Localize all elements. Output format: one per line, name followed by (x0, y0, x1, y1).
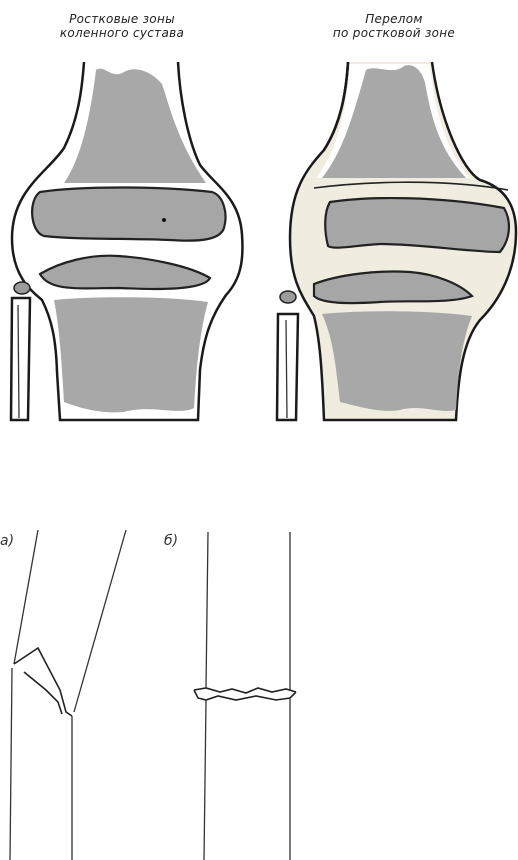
oblique-left-lower-edge (10, 668, 12, 860)
oblique-fracture-fragment (24, 672, 62, 714)
label-a: а) (0, 533, 14, 549)
normal-femoral-epiphysis (32, 188, 225, 241)
label-b: б) (164, 533, 178, 549)
fractured-femoral-epiphysis (325, 198, 509, 252)
oblique-fracture-line (14, 648, 72, 716)
epiphysis-dot (162, 218, 166, 222)
normal-knee-joint (11, 62, 242, 420)
oblique-fracture-sketch (10, 530, 126, 860)
normal-fibula (11, 298, 30, 420)
fractured-tibia-marrow (322, 311, 472, 411)
oblique-left-upper-edge (14, 530, 38, 664)
fractured-fibula-head (280, 291, 296, 303)
transverse-left-upper-edge (206, 532, 208, 688)
transverse-fracture-line-lower (194, 690, 296, 700)
transverse-fracture-sketch (194, 532, 296, 860)
oblique-right-upper-edge (74, 530, 126, 712)
fractured-knee-joint (277, 62, 516, 420)
transverse-left-lower-edge (204, 700, 206, 860)
normal-tibia-marrow (54, 297, 208, 412)
transverse-fracture-line-upper (194, 688, 296, 693)
normal-fibula-head (14, 282, 30, 294)
